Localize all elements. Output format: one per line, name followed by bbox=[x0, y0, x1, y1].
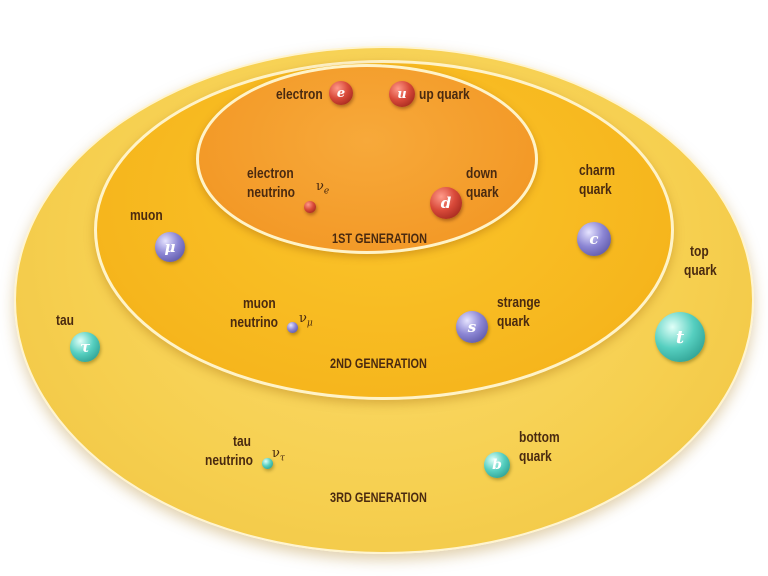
strange-quark-label-line1: strange bbox=[497, 294, 541, 311]
tau-particle: τ bbox=[70, 332, 100, 362]
bottom-quark-label-line1: bottom bbox=[519, 429, 560, 446]
electron-symbol: e bbox=[336, 85, 346, 101]
down-quark-label-line2: quark bbox=[466, 184, 499, 201]
up-quark-label: up quark bbox=[419, 86, 470, 103]
top-quark-label-line2: quark bbox=[684, 262, 717, 279]
top-quark-particle: t bbox=[655, 312, 705, 362]
strange-quark-particle: s bbox=[456, 311, 488, 343]
top-quark-symbol: t bbox=[675, 326, 685, 348]
muon-particle: μ bbox=[155, 232, 185, 262]
tau-label: tau bbox=[56, 312, 74, 329]
muon-neutrino-subscript: μ bbox=[306, 318, 313, 329]
third-generation-title: 3RD GENERATION bbox=[330, 489, 427, 505]
muon-symbol: μ bbox=[164, 238, 176, 256]
electron-neutrino-label-line2: neutrino bbox=[247, 184, 295, 201]
electron-neutrino-label-line1: electron bbox=[247, 165, 294, 182]
charm-quark-label-line2: quark bbox=[579, 181, 612, 198]
muon-neutrino-label-line1: muon bbox=[243, 295, 276, 312]
tau-neutrino-label-line2: neutrino bbox=[205, 452, 253, 469]
electron-label: electron bbox=[276, 86, 323, 103]
up-quark-symbol: u bbox=[397, 86, 407, 102]
muon-neutrino-label-line2: neutrino bbox=[230, 314, 278, 331]
first-generation-ellipse bbox=[196, 64, 538, 254]
charm-quark-symbol: c bbox=[589, 230, 599, 248]
electron-particle: e bbox=[329, 81, 353, 105]
up-quark-particle: u bbox=[389, 81, 415, 107]
tau-neutrino-particle bbox=[262, 458, 273, 469]
top-quark-label-line1: top bbox=[690, 243, 709, 260]
strange-quark-label-line2: quark bbox=[497, 313, 530, 330]
bottom-quark-label-line2: quark bbox=[519, 448, 552, 465]
tau-neutrino-label-line1: tau bbox=[233, 433, 251, 450]
muon-neutrino-nu: ν bbox=[299, 311, 307, 326]
tau-neutrino-symbol: ντ bbox=[272, 447, 285, 466]
charm-quark-particle: c bbox=[577, 222, 611, 256]
electron-neutrino-nu: ν bbox=[316, 179, 324, 194]
electron-neutrino-particle bbox=[304, 201, 316, 213]
bottom-quark-particle: b bbox=[484, 452, 510, 478]
muon-label: muon bbox=[130, 207, 163, 224]
strange-quark-symbol: s bbox=[467, 318, 477, 336]
electron-neutrino-symbol: νe bbox=[316, 180, 329, 199]
down-quark-label-line1: down bbox=[466, 165, 498, 182]
tau-symbol: τ bbox=[79, 338, 91, 356]
down-quark-symbol: d bbox=[440, 194, 452, 212]
tau-neutrino-subscript: τ bbox=[279, 453, 285, 464]
tau-neutrino-nu: ν bbox=[272, 446, 280, 461]
bottom-quark-symbol: b bbox=[492, 457, 502, 473]
second-generation-title: 2ND GENERATION bbox=[330, 355, 427, 371]
down-quark-particle: d bbox=[430, 187, 462, 219]
muon-neutrino-symbol: νμ bbox=[299, 312, 313, 331]
muon-neutrino-particle bbox=[287, 322, 298, 333]
charm-quark-label-line1: charm bbox=[579, 162, 616, 179]
electron-neutrino-subscript: e bbox=[323, 186, 330, 197]
first-generation-title: 1ST GENERATION bbox=[332, 230, 428, 246]
